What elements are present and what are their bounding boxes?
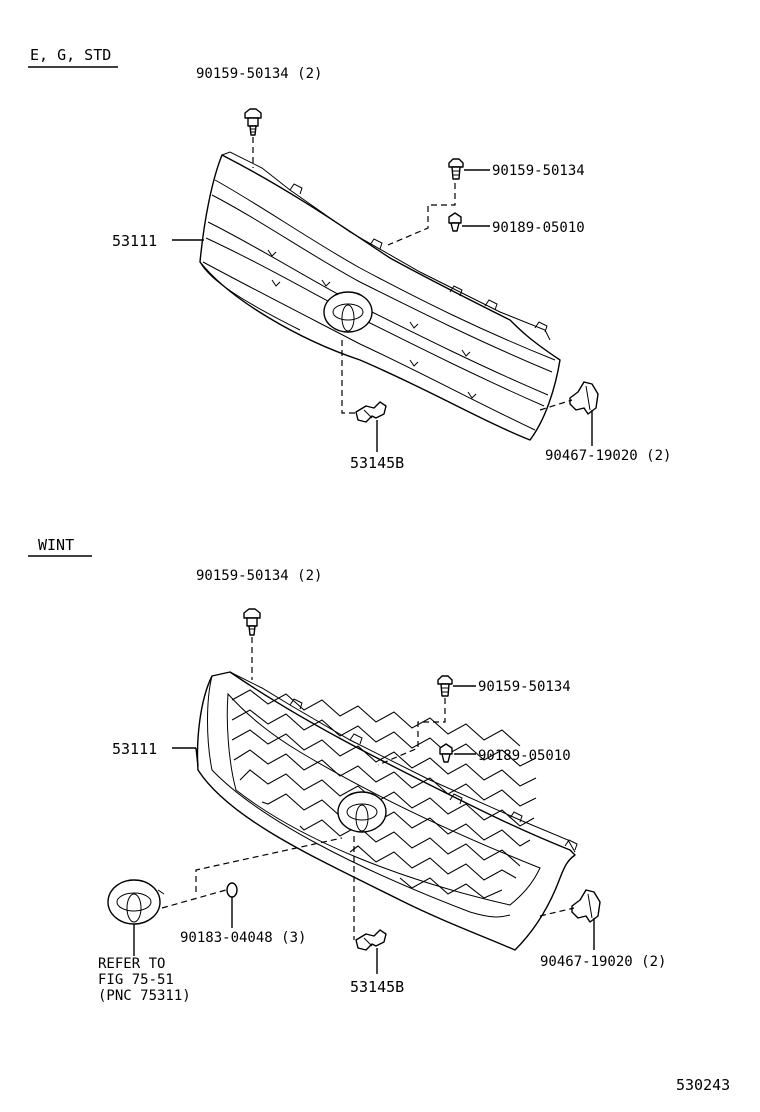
leader-dash-retainer-std	[539, 399, 573, 411]
label-nut-wint: 90183-04048 (3)	[180, 930, 306, 946]
grille-std	[199, 151, 561, 441]
separate-emblem-wint	[107, 879, 165, 925]
label-screw-right-std: 90159-50134	[492, 163, 585, 179]
screw-top-std	[244, 108, 262, 136]
clip-right-std	[448, 212, 462, 232]
label-screw-top-wint: 90159-50134 (2)	[196, 568, 322, 584]
nut-wint	[226, 882, 238, 898]
label-bracket-std: 53145B	[350, 454, 404, 472]
leader-dash-emblem-1	[195, 837, 343, 892]
label-refer-line3: (PNC 75311)	[98, 988, 191, 1004]
screw-right-wint	[437, 675, 453, 697]
label-clip-right-wint: 90189-05010	[478, 748, 571, 764]
toyota-emblem-std	[323, 291, 373, 333]
label-refer-line2: FIG 75-51	[98, 972, 174, 988]
label-grille-std: 53111	[112, 232, 157, 250]
leader-dash-emblem-2	[161, 889, 227, 909]
screw-right-std	[448, 158, 464, 180]
label-clip-right-std: 90189-05010	[492, 220, 585, 236]
label-screw-right-wint: 90159-50134	[478, 679, 571, 695]
retainer-std	[569, 381, 599, 415]
figure-number: 530243	[676, 1076, 730, 1094]
section-header-std: E, G, STD	[30, 46, 111, 64]
leader-dash-bracket-std	[341, 340, 356, 414]
toyota-emblem-wint	[337, 791, 387, 833]
label-screw-top-std: 90159-50134 (2)	[196, 66, 322, 82]
section-std: E, G, STD 90159-50134 (2)	[28, 46, 671, 472]
label-retainer-wint: 90467-19020 (2)	[540, 954, 666, 970]
leader-dash-retainer-wint	[539, 907, 575, 917]
label-grille-wint: 53111	[112, 740, 157, 758]
section-header-wint: WINT	[38, 536, 74, 554]
label-retainer-std: 90467-19020 (2)	[545, 448, 671, 464]
label-refer-line1: REFER TO	[98, 956, 165, 972]
grille-wint	[196, 671, 578, 951]
retainer-wint	[571, 889, 601, 923]
section-wint: WINT 90159-50134 (2)	[28, 536, 666, 1004]
leader-dash-right-wint	[377, 698, 446, 766]
label-bracket-wint: 53145B	[350, 978, 404, 996]
leader-dash-right-std	[387, 183, 456, 246]
leader-grille-wint-tail	[195, 747, 199, 767]
screw-top-wint	[243, 608, 261, 636]
bracket-std	[355, 401, 387, 423]
bracket-wint	[355, 929, 387, 951]
grille-mesh	[231, 689, 537, 899]
clip-right-wint	[439, 743, 453, 763]
